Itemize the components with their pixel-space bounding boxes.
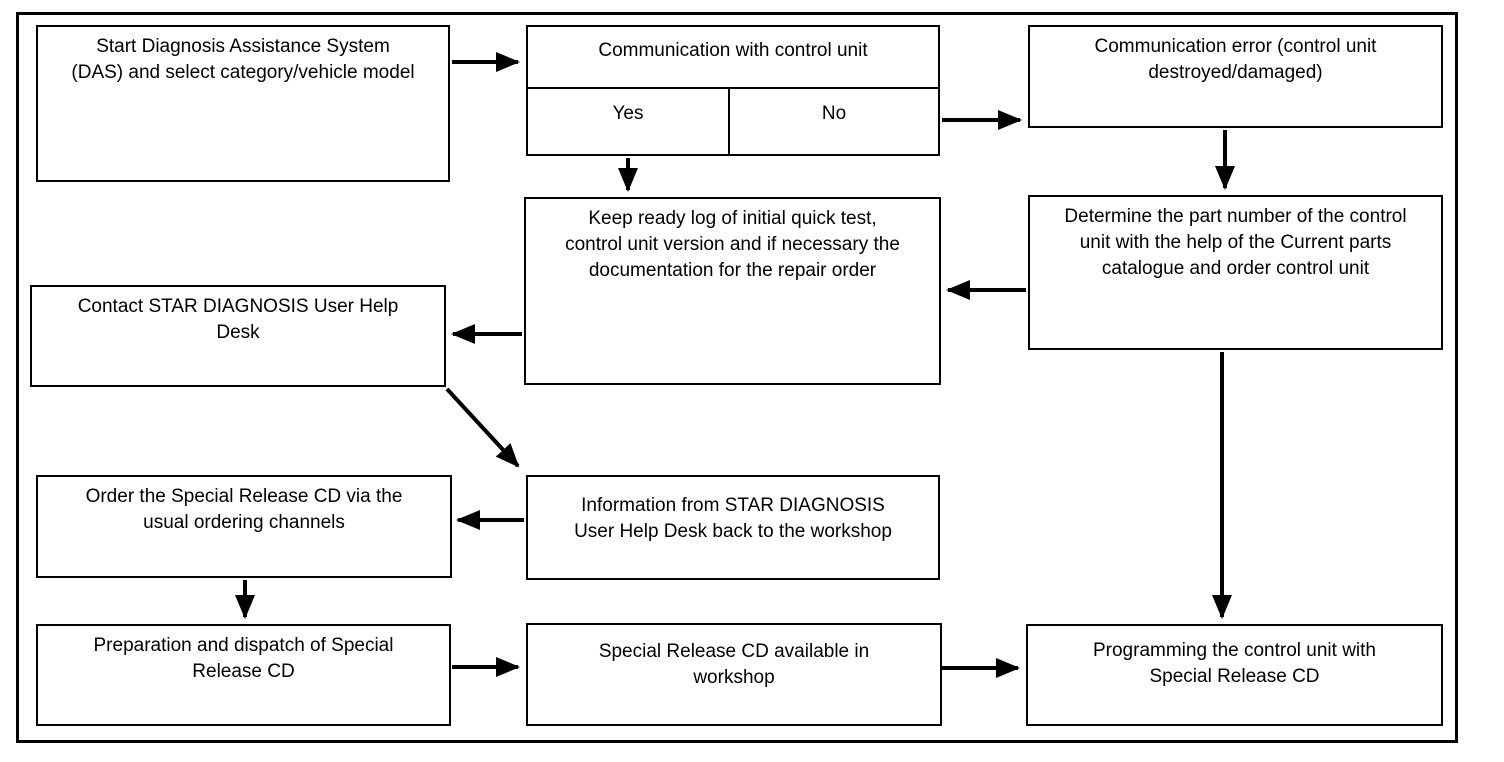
node-communication-error-label: Communication error (control unit destro… bbox=[1094, 36, 1377, 83]
node-preparation-dispatch-cd: Preparation and dispatch of Special Rele… bbox=[36, 624, 451, 726]
node-cd-available-in-workshop: Special Release CD available in workshop bbox=[526, 623, 942, 726]
node-info-from-help-desk-label: Information from STAR DIAGNOSIS User Hel… bbox=[574, 495, 892, 542]
node-communication-with-control-unit: Communication with control unit Yes No bbox=[526, 25, 940, 156]
diagram-outer-frame bbox=[16, 12, 1458, 743]
node-communication-error: Communication error (control unit destro… bbox=[1028, 25, 1443, 128]
node-order-special-release-cd: Order the Special Release CD via the usu… bbox=[36, 475, 452, 578]
node-programming-control-unit: Programming the control unit with Specia… bbox=[1026, 624, 1443, 726]
node-contact-help-desk: Contact STAR DIAGNOSIS User Help Desk bbox=[30, 285, 446, 387]
node-determine-part-number-label: Determine the part number of the control… bbox=[1064, 206, 1407, 279]
node-determine-part-number: Determine the part number of the control… bbox=[1028, 195, 1443, 350]
node-keep-ready-log: Keep ready log of initial quick test, co… bbox=[524, 197, 941, 385]
node-communication-label: Communication with control unit bbox=[528, 27, 938, 89]
node-preparation-dispatch-cd-label: Preparation and dispatch of Special Rele… bbox=[93, 635, 394, 682]
decision-row: Yes No bbox=[528, 89, 938, 154]
node-info-from-help-desk: Information from STAR DIAGNOSIS User Hel… bbox=[526, 475, 940, 580]
decision-no-cell: No bbox=[821, 103, 847, 124]
node-cd-available-in-workshop-label: Special Release CD available in workshop bbox=[598, 641, 870, 688]
node-start-das-label: Start Diagnosis Assistance System (DAS) … bbox=[71, 36, 415, 83]
node-keep-ready-log-label: Keep ready log of initial quick test, co… bbox=[565, 208, 900, 281]
node-order-special-release-cd-label: Order the Special Release CD via the usu… bbox=[85, 486, 403, 533]
node-programming-control-unit-label: Programming the control unit with Specia… bbox=[1092, 640, 1376, 687]
node-contact-help-desk-label: Contact STAR DIAGNOSIS User Help Desk bbox=[77, 296, 399, 343]
node-start-das: Start Diagnosis Assistance System (DAS) … bbox=[36, 25, 450, 182]
decision-yes-cell: Yes bbox=[528, 89, 730, 154]
